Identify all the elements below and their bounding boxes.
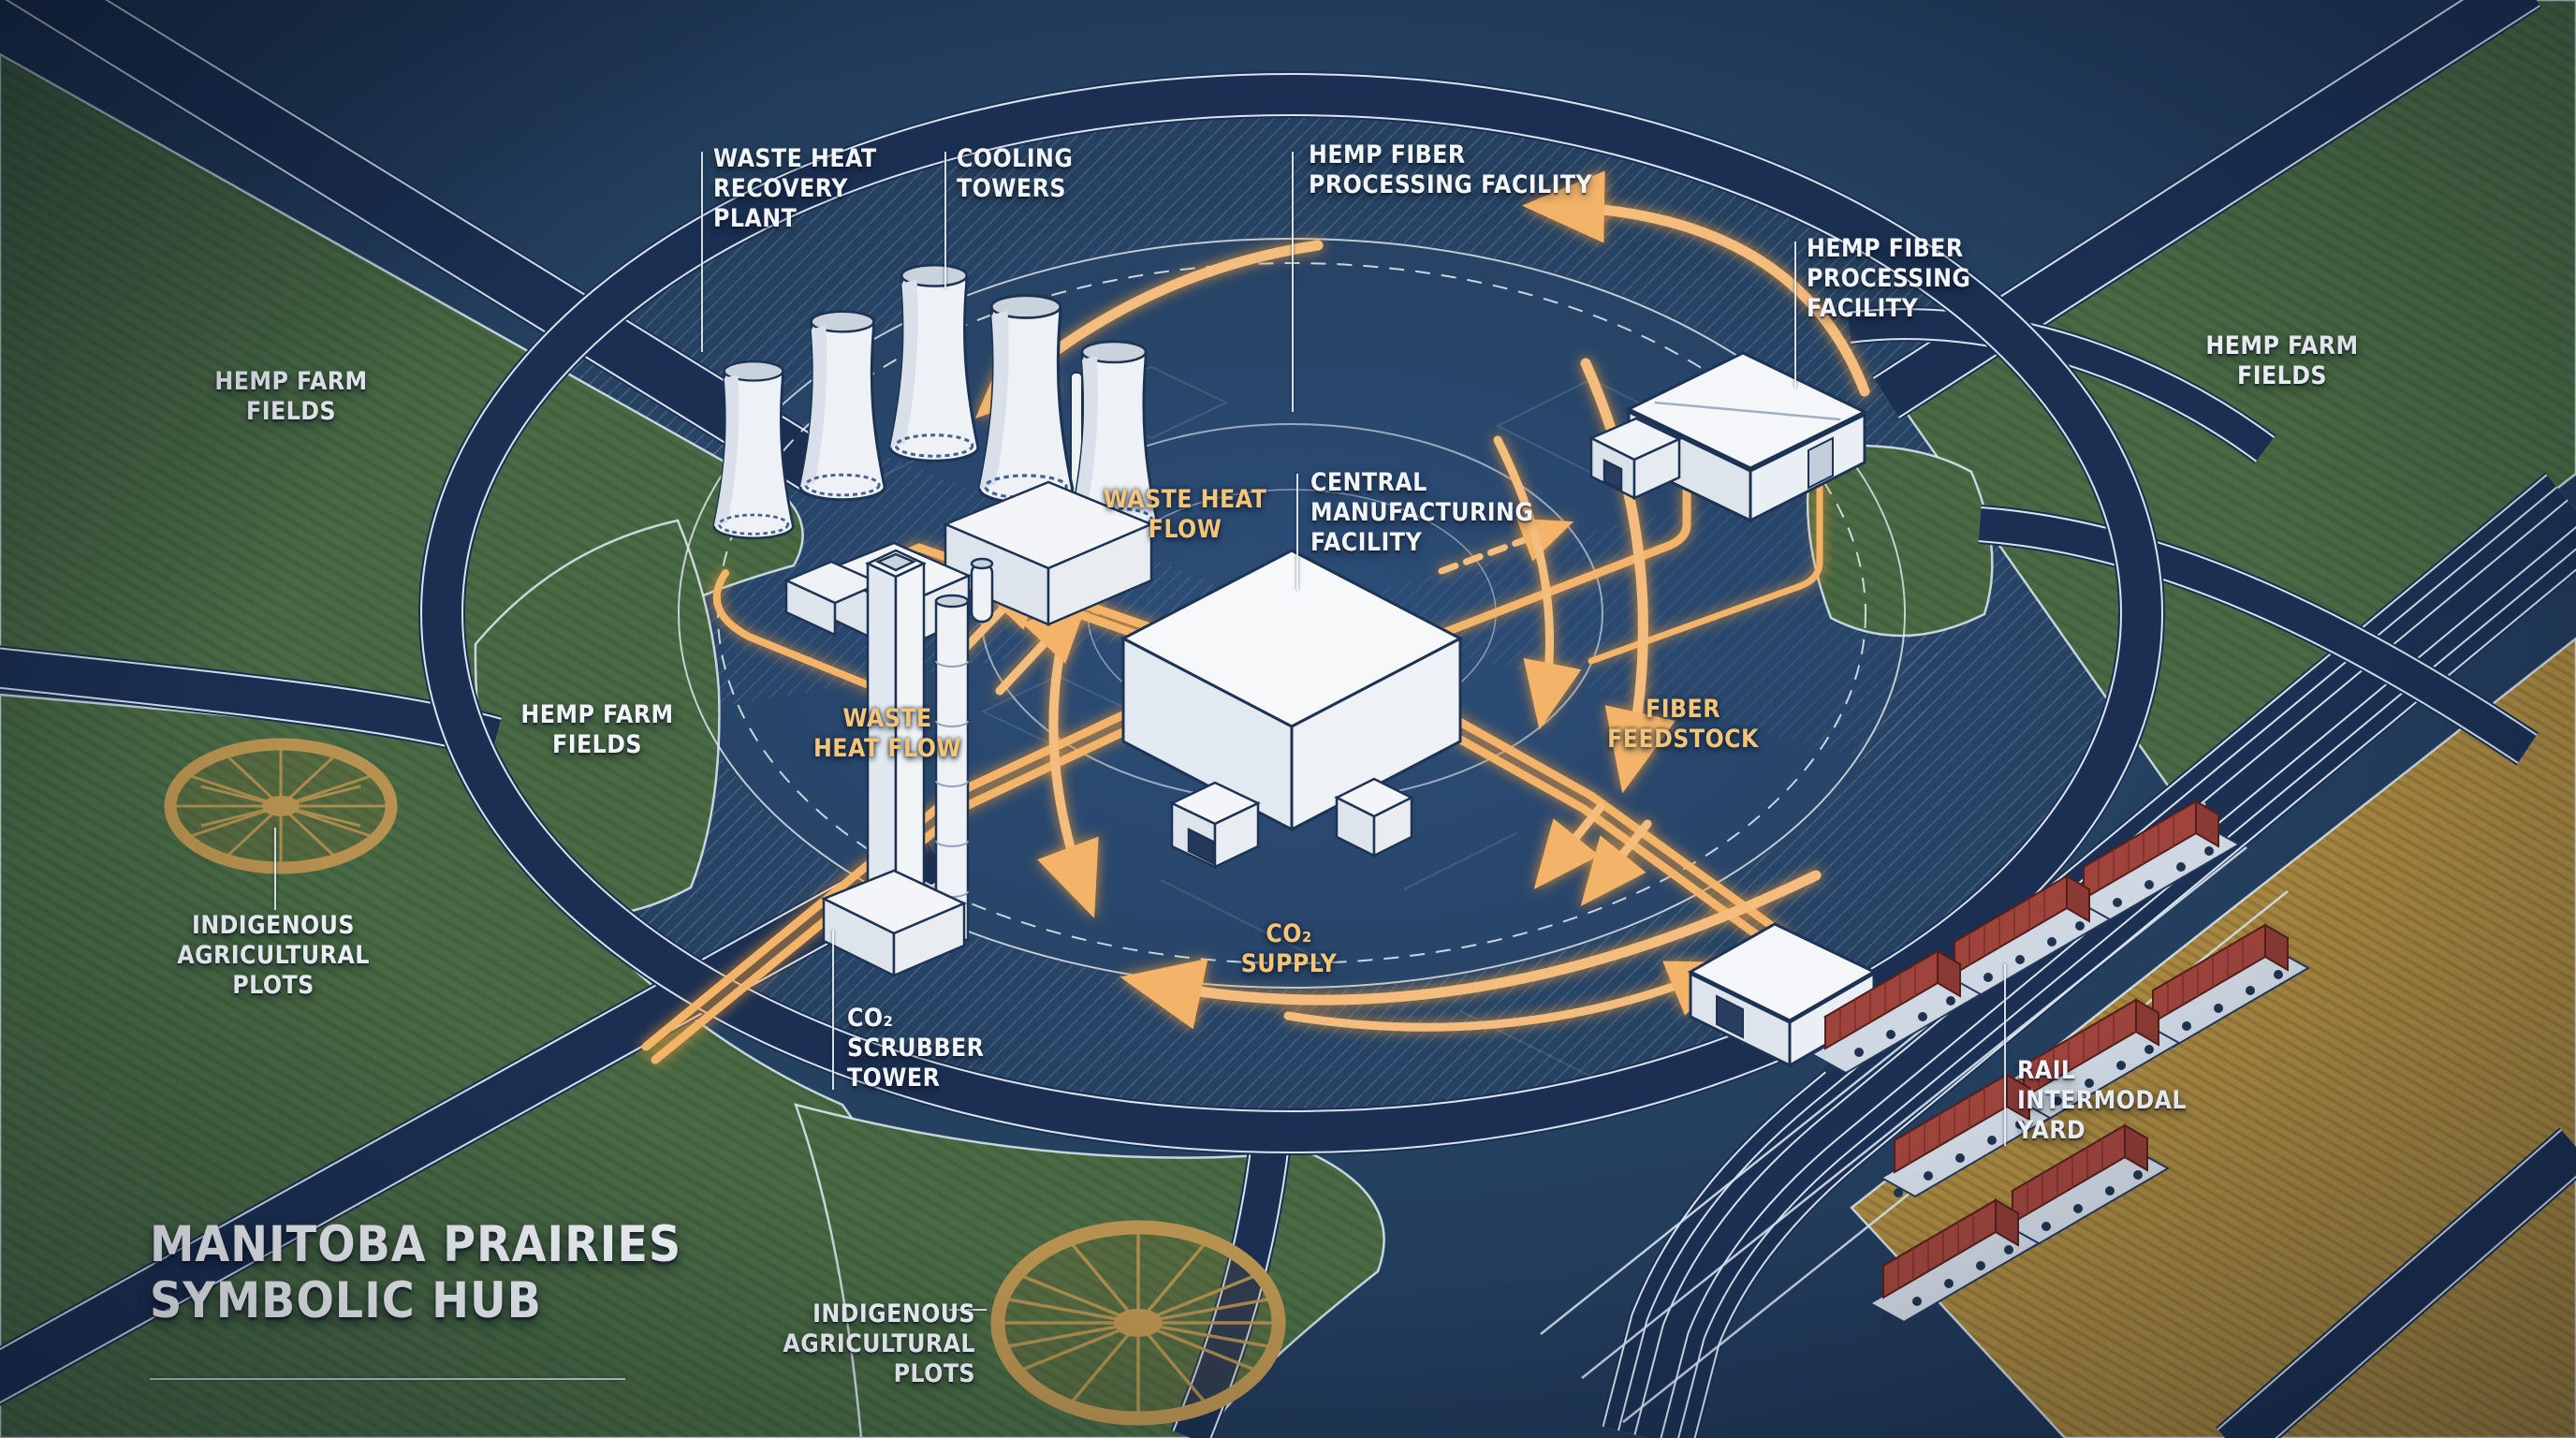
label-hemp-fiber-processing-right: HEMP FIBER PROCESSING FACILITY [1807, 234, 1971, 323]
label-fiber-feedstock: FIBER FEEDSTOCK [1607, 695, 1759, 754]
label-central-manufacturing-facility: CENTRAL MANUFACTURING FACILITY [1310, 468, 1534, 557]
label-co2-scrubber-tower: CO₂ SCRUBBER TOWER [847, 1004, 985, 1093]
leader-waste-heat-recovery-plant [701, 152, 703, 352]
medicine-wheel-left [164, 738, 398, 874]
label-indigenous-plots-bottom: INDIGENOUS AGRICULTURAL PLOTS [783, 1299, 975, 1388]
leader-rail-yard [2004, 964, 2006, 1146]
leader-central-facility [1296, 474, 1298, 590]
leader-indigenous-bottom [949, 1309, 987, 1311]
cooling-tower [888, 263, 980, 462]
label-waste-heat-flow-upper: WASTE HEAT FLOW [1103, 485, 1267, 544]
leader-hemp-fiber-top [1292, 152, 1294, 412]
leader-hemp-fiber-right [1794, 242, 1796, 388]
central-manufacturing-building [1120, 549, 1464, 869]
label-cooling-towers: COOLING TOWERS [957, 144, 1074, 203]
hemp-field-inner-east [1806, 444, 1994, 638]
cooling-tower [712, 360, 795, 540]
cooling-tower [798, 310, 886, 502]
hemp-processing-warehouse-ne [1588, 351, 1868, 523]
label-rail-intermodal-yard: RAIL INTERMODAL YARD [2017, 1056, 2187, 1145]
flow-arrows [952, 170, 1870, 1032]
label-hemp-farm-fields-inner: HEMP FARM FIELDS [520, 700, 674, 759]
cooling-tower [977, 294, 1075, 505]
page-title: MANITOBA PRAIRIES SYMBOLIC HUB [150, 1216, 682, 1329]
medicine-wheel-bottom [990, 1220, 1286, 1426]
co2-scrubber-structure [820, 549, 970, 978]
leader-cooling-towers [944, 152, 946, 288]
label-hemp-farm-fields-topleft: HEMP FARM FIELDS [214, 367, 368, 426]
label-waste-heat-recovery-plant: WASTE HEAT RECOVERY PLANT [713, 144, 877, 233]
fiber-pipes-ne [1381, 483, 1823, 665]
label-hemp-farm-fields-right: HEMP FARM FIELDS [2205, 331, 2359, 390]
label-waste-heat-flow-left: WASTE HEAT FLOW [812, 704, 962, 763]
leader-indigenous-left [274, 828, 276, 910]
label-co2-supply: CO₂ SUPPLY [1240, 919, 1338, 978]
leader-co2-scrubber [832, 931, 834, 1090]
label-indigenous-plots-left: INDIGENOUS AGRICULTURAL PLOTS [177, 911, 370, 1000]
title-underline [150, 1378, 625, 1380]
label-hemp-fiber-processing-top: HEMP FIBER PROCESSING FACILITY [1309, 140, 1593, 199]
